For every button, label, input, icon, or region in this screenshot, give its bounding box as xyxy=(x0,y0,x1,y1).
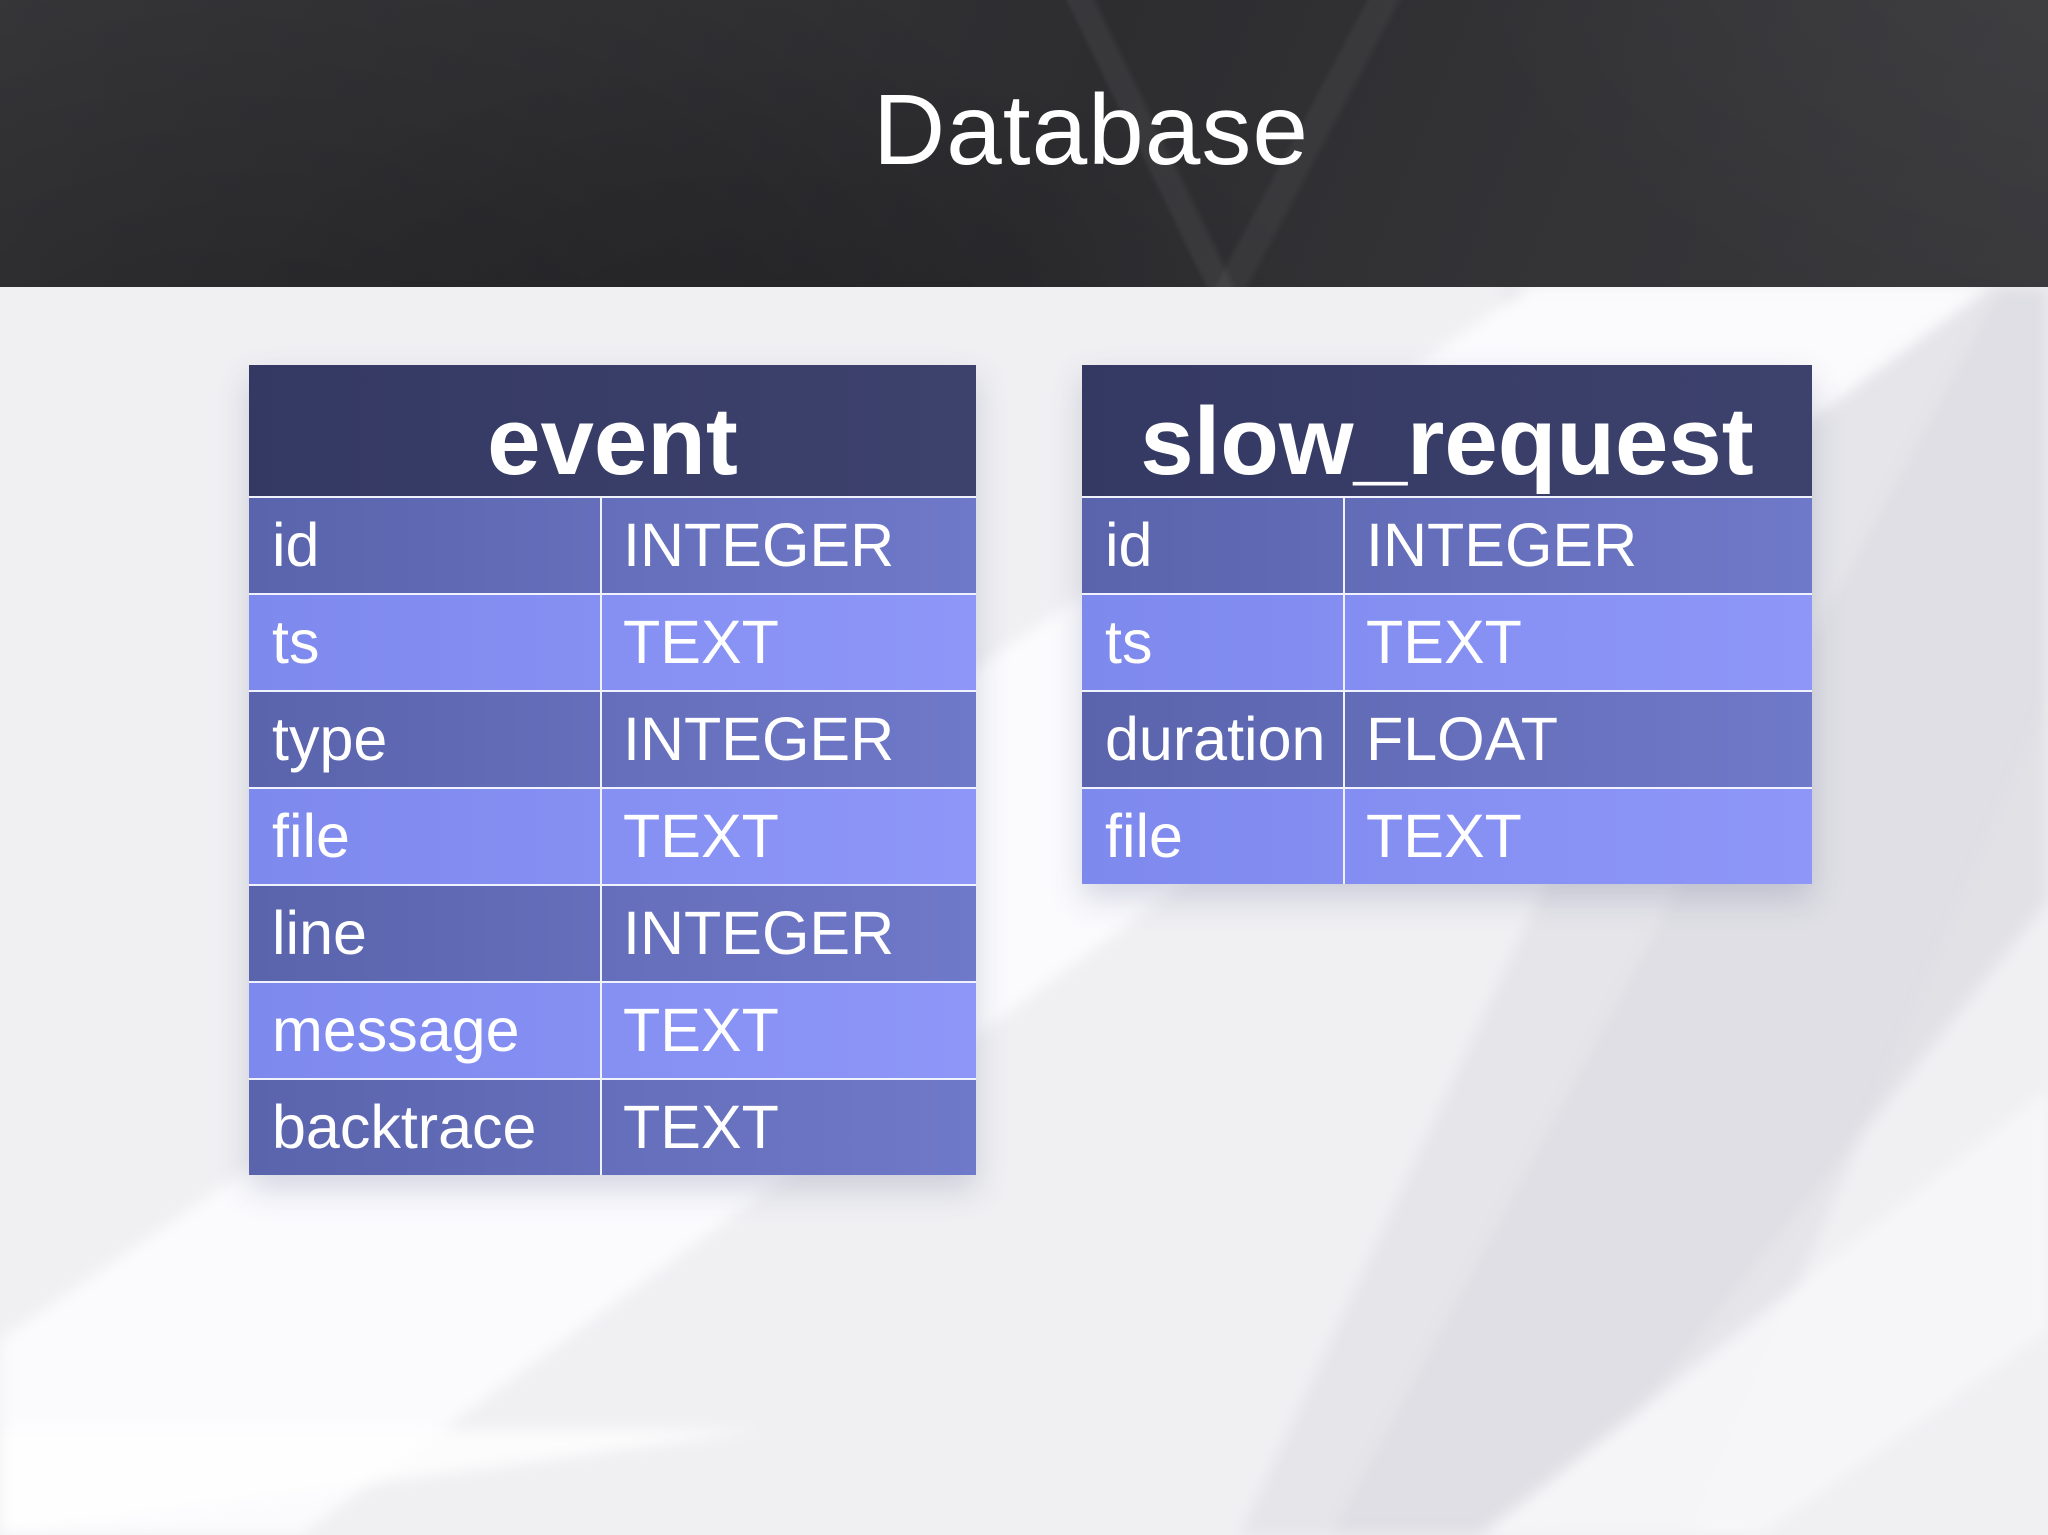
column-type-cell: TEXT xyxy=(600,1080,976,1175)
table-row: file TEXT xyxy=(1082,787,1812,884)
column-name-cell: ts xyxy=(272,608,320,676)
title-banner: Database xyxy=(0,0,2048,287)
column-name-cell: duration xyxy=(1105,705,1326,773)
table-row: duration FLOAT xyxy=(1082,690,1812,787)
column-name-cell: file xyxy=(1105,802,1183,870)
table-row: type INTEGER xyxy=(249,690,976,787)
column-name-cell: file xyxy=(272,802,350,870)
column-type-cell: FLOAT xyxy=(1343,692,1812,787)
table-row: file TEXT xyxy=(249,787,976,884)
table-row: line INTEGER xyxy=(249,884,976,981)
column-type-cell: INTEGER xyxy=(1343,498,1812,593)
event-table: event id INTEGER ts TEXT type INTEGER fi… xyxy=(249,365,976,1175)
table-row: id INTEGER xyxy=(1082,496,1812,593)
slow-request-table-title: slow_request xyxy=(1082,365,1812,496)
column-type-cell: TEXT xyxy=(600,789,976,884)
column-name-cell: id xyxy=(272,511,320,579)
table-row: backtrace TEXT xyxy=(249,1078,976,1175)
column-name-cell: id xyxy=(1105,511,1153,579)
table-row: id INTEGER xyxy=(249,496,976,593)
column-type-cell: INTEGER xyxy=(600,692,976,787)
column-type-cell: TEXT xyxy=(1343,595,1812,690)
column-name-cell: type xyxy=(272,705,388,773)
column-name-cell: ts xyxy=(1105,608,1153,676)
table-row: ts TEXT xyxy=(249,593,976,690)
column-type-cell: TEXT xyxy=(1343,789,1812,884)
column-type-cell: TEXT xyxy=(600,595,976,690)
column-name-cell: backtrace xyxy=(272,1093,537,1161)
column-name-cell: line xyxy=(272,899,367,967)
event-table-title: event xyxy=(249,365,976,496)
column-type-cell: TEXT xyxy=(600,983,976,1078)
table-row: ts TEXT xyxy=(1082,593,1812,690)
column-name-cell: message xyxy=(272,996,520,1064)
column-type-cell: INTEGER xyxy=(600,886,976,981)
table-row: message TEXT xyxy=(249,981,976,1078)
slide-title: Database xyxy=(872,74,1310,186)
column-type-cell: INTEGER xyxy=(600,498,976,593)
slow-request-table: slow_request id INTEGER ts TEXT duration… xyxy=(1082,365,1812,884)
